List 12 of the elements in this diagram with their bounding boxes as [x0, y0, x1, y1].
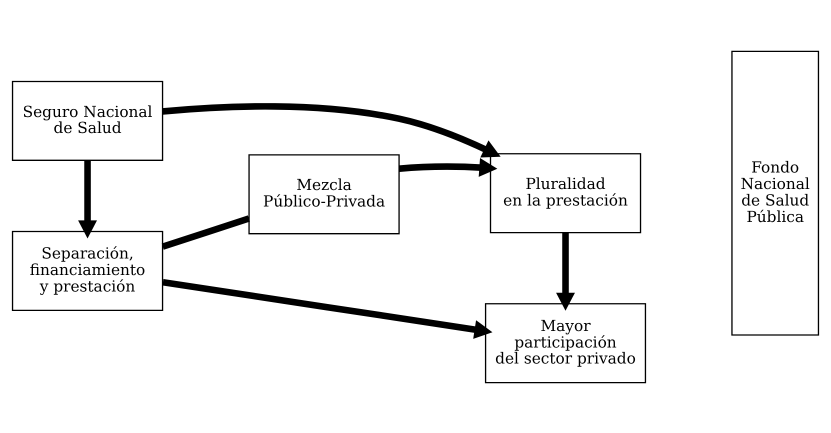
connector — [162, 214, 250, 250]
arrow — [398, 158, 498, 176]
node-box: Mezcla Público-Privada — [248, 154, 400, 234]
arrow — [78, 160, 98, 238]
node-box: Fondo Nacional de Salud Pública — [731, 50, 820, 336]
arrow — [556, 232, 575, 310]
node-box: Pluralidad en la prestación — [490, 152, 642, 233]
node-box: Seguro Nacional de Salud — [12, 80, 164, 160]
arrow — [162, 102, 501, 157]
arrow — [162, 278, 492, 338]
node-box: Mayor participación del sector privado — [484, 302, 646, 383]
node-box: Separación, financiamiento y prestación — [12, 230, 164, 310]
